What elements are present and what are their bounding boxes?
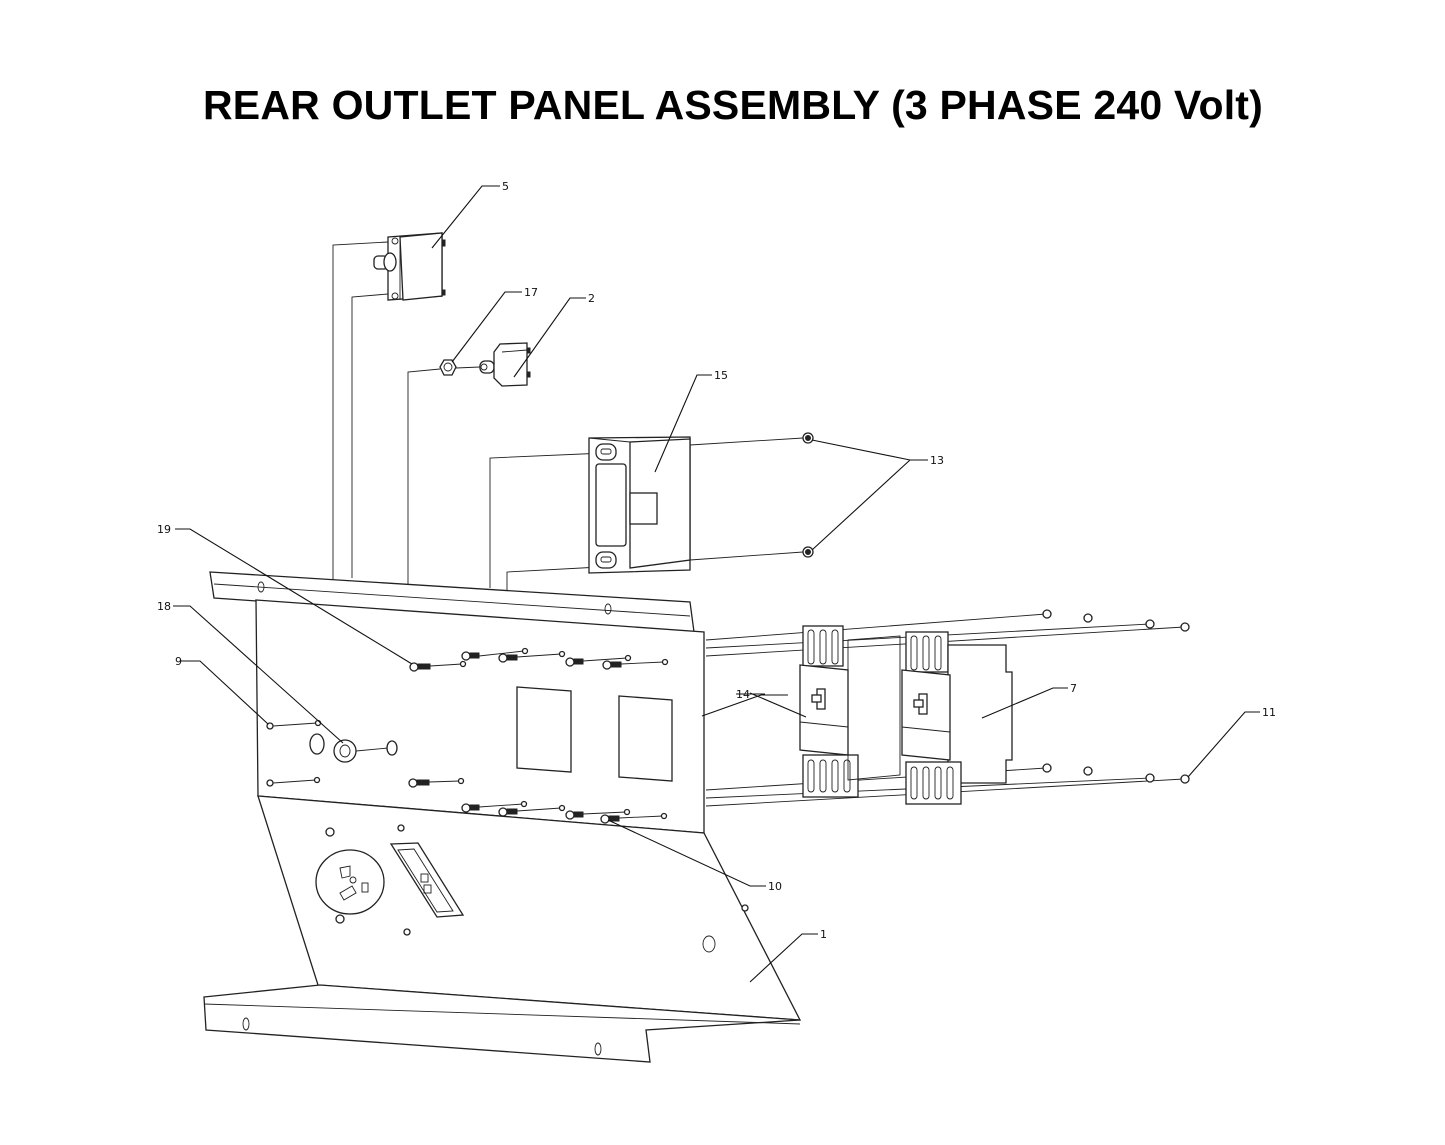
callout-17: 17 xyxy=(524,286,538,299)
breaker-module-part-15 xyxy=(588,436,691,574)
callout-2: 2 xyxy=(588,292,595,305)
callout-11: 11 xyxy=(1262,706,1276,719)
twist-lock-receptacle xyxy=(315,827,385,924)
nut-part-13-upper xyxy=(802,432,814,444)
rail-nuts xyxy=(1042,609,1190,784)
callout-1: 1 xyxy=(820,928,827,941)
callout-9: 9 xyxy=(175,655,182,668)
callout-7: 7 xyxy=(1070,682,1077,695)
callout-leaders xyxy=(173,185,1260,983)
toggle-switch-part-2 xyxy=(479,342,531,387)
contactor-part-14 xyxy=(799,625,901,798)
diagram-title: REAR OUTLET PANEL ASSEMBLY (3 PHASE 240 … xyxy=(203,82,1264,128)
assembly-guide-lines xyxy=(332,241,804,590)
callout-10: 10 xyxy=(768,880,782,893)
nut-part-13-lower xyxy=(802,546,814,558)
panel-screws xyxy=(266,647,669,824)
gfci-outlet xyxy=(389,824,749,936)
callout-18: 18 xyxy=(157,600,171,613)
callout-labels: 5 17 2 15 13 19 18 9 14 7 11 10 1 xyxy=(157,180,1276,941)
callout-15: 15 xyxy=(714,369,728,382)
callout-13: 13 xyxy=(930,454,944,467)
callout-19: 19 xyxy=(157,523,171,536)
callout-14: 14 xyxy=(736,688,750,701)
callout-5: 5 xyxy=(502,180,509,193)
main-panel-part-1 xyxy=(203,571,802,1063)
hex-nut-part-17 xyxy=(439,359,457,376)
circuit-breaker-part-5 xyxy=(373,232,446,301)
contactor-part-7 xyxy=(901,631,1013,805)
callout-leaders-extra xyxy=(981,687,1068,719)
